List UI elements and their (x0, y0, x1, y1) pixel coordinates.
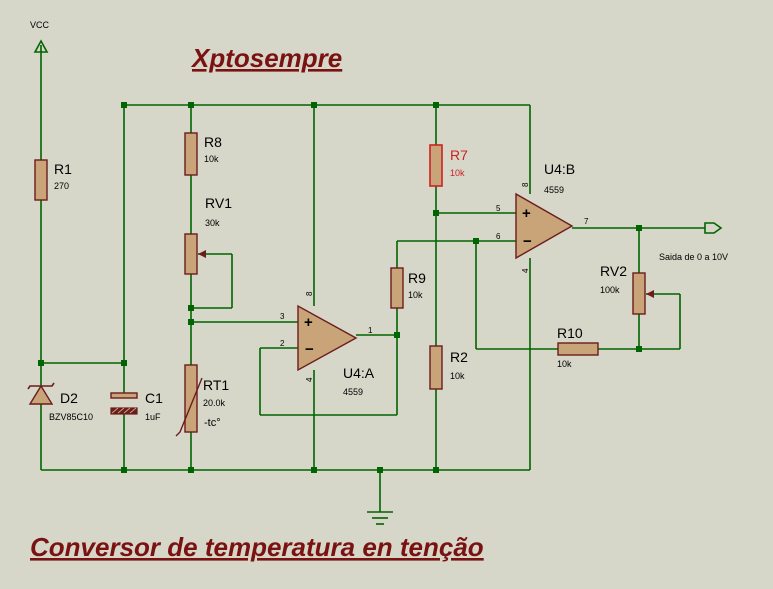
resistor-r10[interactable]: R10 10k (557, 325, 599, 369)
rv1-value: 30k (205, 218, 220, 228)
u4a-pin-out: 1 (368, 326, 373, 335)
u4a-pin-plus: 3 (280, 312, 285, 321)
rv1-ref: RV1 (205, 195, 232, 211)
rv1-wiper-arrow-icon (198, 250, 206, 258)
r2-ref: R2 (450, 349, 468, 365)
potentiometer-rv1[interactable]: RV1 30k (184, 195, 232, 275)
output-label: Saida de 0 a 10V (659, 252, 728, 262)
r9-value: 10k (408, 290, 423, 300)
rv2-value: 100k (600, 285, 620, 295)
u4b-ref: U4:B (544, 161, 575, 177)
u4b-pin-out: 7 (584, 217, 589, 226)
output-arrow-icon (704, 222, 723, 234)
r1-ref: R1 (54, 161, 72, 177)
r7-value: 10k (450, 168, 465, 178)
vcc-label: VCC (30, 20, 50, 30)
vcc-arrow-icon (33, 39, 49, 53)
vcc-terminal: VCC (30, 20, 50, 53)
resistor-r9[interactable]: R9 10k (390, 267, 426, 309)
r10-value: 10k (557, 359, 572, 369)
u4b-pin-gnd: 4 (521, 268, 530, 273)
resistor-r7[interactable]: R7 10k (429, 144, 468, 187)
u4a-minus-sign: − (305, 341, 314, 358)
u4b-plus-sign: + (522, 205, 531, 222)
u4a-pin-gnd: 4 (305, 377, 314, 382)
opamp-u4a[interactable]: + − 3 2 1 8 4 U4:A 4559 (280, 291, 375, 397)
r9-ref: R9 (408, 270, 426, 286)
resistor-r2[interactable]: R2 10k (429, 345, 468, 390)
rt1-tc: -tc° (204, 417, 221, 429)
resistor-r1[interactable]: R1 270 (34, 159, 72, 201)
u4a-pin-vcc: 8 (305, 291, 314, 296)
rt1-ref: RT1 (203, 377, 229, 393)
r8-ref: R8 (204, 134, 222, 150)
c1-value: 1uF (145, 412, 161, 422)
junctions (38, 102, 642, 473)
u4b-value: 4559 (544, 185, 564, 195)
u4a-ref: U4:A (343, 365, 375, 381)
opamp-u4b[interactable]: + − 5 6 7 8 4 U4:B 4559 (496, 161, 589, 273)
u4b-pin-minus: 6 (496, 232, 501, 241)
zener-diode-d2[interactable]: D2 BZV85C10 (27, 382, 93, 422)
c1-ref: C1 (145, 390, 163, 406)
footer-caption: Conversor de temperatura en tenção (30, 532, 484, 562)
potentiometer-rv2[interactable]: RV2 100k (600, 263, 654, 315)
u4a-value: 4559 (343, 387, 363, 397)
r8-value: 10k (204, 154, 219, 164)
rt1-value: 20.0k (203, 398, 226, 408)
d2-value: BZV85C10 (49, 412, 93, 422)
capacitor-c1[interactable]: C1 1uF (110, 390, 163, 422)
r2-value: 10k (450, 371, 465, 381)
ground-symbol-icon (367, 511, 393, 525)
page-title: Xptosempre (190, 43, 342, 73)
u4b-pin-plus: 5 (496, 204, 501, 213)
r10-ref: R10 (557, 325, 583, 341)
u4b-pin-vcc: 8 (521, 182, 530, 187)
output-terminal[interactable]: Saida de 0 a 10V (659, 222, 728, 262)
u4a-pin-minus: 2 (280, 339, 285, 348)
rv2-ref: RV2 (600, 263, 627, 279)
r1-value: 270 (54, 181, 69, 191)
rv2-wiper-arrow-icon (646, 290, 654, 298)
u4b-minus-sign: − (523, 233, 532, 250)
u4a-plus-sign: + (304, 314, 313, 331)
resistor-r8[interactable]: R8 10k (184, 132, 222, 176)
r7-ref: R7 (450, 147, 468, 163)
thermistor-rt1[interactable]: RT1 20.0k -tc° (175, 364, 229, 437)
d2-ref: D2 (60, 390, 78, 406)
